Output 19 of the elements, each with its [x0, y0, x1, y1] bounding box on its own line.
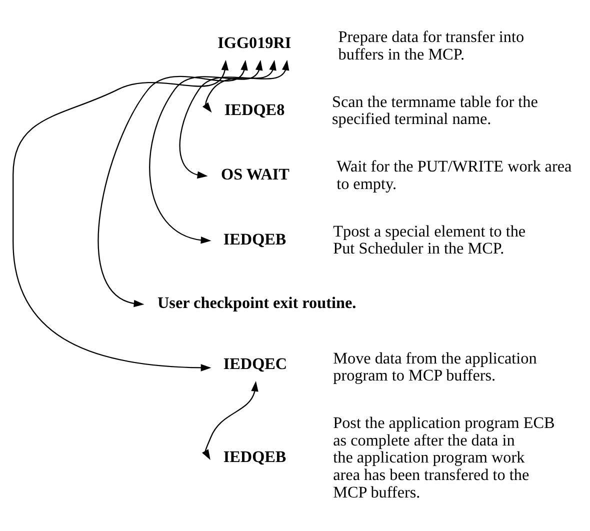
node-label: Prepare data for transfer into buffers in the MCP.	[338, 29, 524, 64]
node-text: IEDQEC	[223, 356, 288, 374]
node-label: Post the application program ECB as complete after the data in the application program work area has been transfered to the MCP buffers.	[333, 415, 555, 502]
node-label: Tpost a special element to the Put Scheduler in the MCP.	[333, 223, 526, 258]
arrow	[179, 60, 276, 179]
node-text: IEDQEB	[223, 231, 286, 248]
node-text: OS WAIT	[221, 166, 290, 184]
node-text: IEDQEB	[223, 449, 286, 466]
arrow	[12, 60, 229, 372]
node-label: Wait for the PUT/WRITE work area to empty.	[336, 158, 572, 193]
node-label: Scan the termname table for the specified terminal name.	[332, 94, 538, 128]
arrow	[98, 60, 248, 308]
arrow	[202, 60, 290, 113]
node-text: IGG019RI	[218, 34, 292, 52]
node-text: IEDQE8	[224, 102, 285, 119]
node-label: Move data from the application program to MCP buffers.	[333, 350, 537, 385]
node-text: User checkpoint exit routine.	[158, 294, 356, 312]
arrow	[202, 381, 258, 460]
arrow	[149, 60, 263, 244]
